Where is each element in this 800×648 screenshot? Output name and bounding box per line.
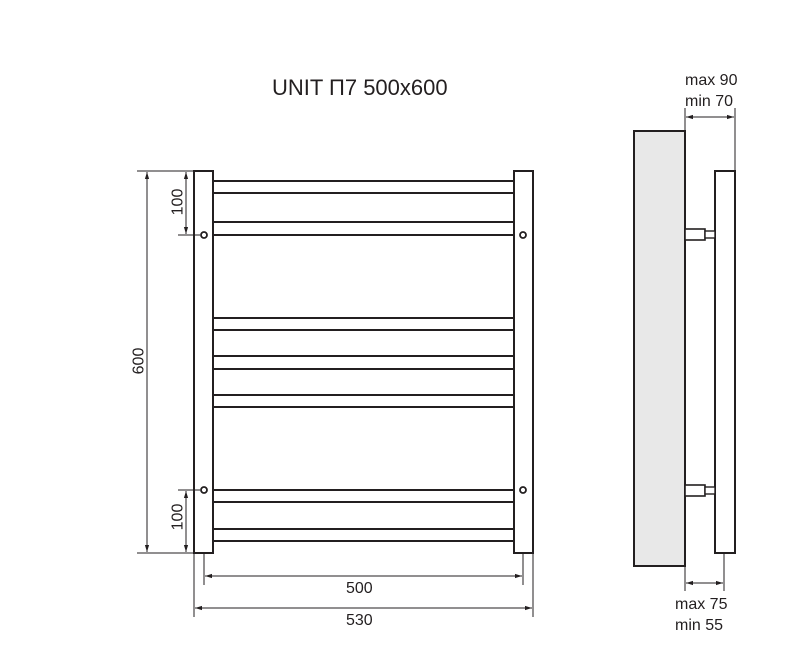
side-view — [633, 130, 736, 567]
connection-hole-icon — [519, 486, 527, 494]
wall — [633, 130, 686, 567]
dim-center-distance-label: 500 — [346, 580, 373, 597]
front-dimensions — [137, 170, 534, 617]
dim-height-label: 600 — [130, 347, 148, 375]
top-bracket — [684, 228, 706, 241]
dim-top-offset-label: 100 — [169, 188, 187, 216]
bottom-bracket — [684, 484, 706, 497]
left-post — [193, 170, 214, 554]
side-dimensions — [684, 108, 736, 591]
connection-hole-icon — [200, 231, 208, 239]
front-view — [193, 170, 534, 554]
dim-bottom-offset-label: 100 — [169, 503, 187, 531]
top-clearance-max-label: max 90 — [685, 72, 738, 89]
drawing-title: UNIT П7 500x600 — [272, 75, 448, 100]
bottom-clearance-max-label: max 75 — [675, 596, 728, 613]
bottom-clearance-min-label: min 55 — [675, 617, 724, 634]
connection-hole-icon — [200, 486, 208, 494]
top-clearance-min-label: min 70 — [685, 93, 734, 110]
right-post — [513, 170, 534, 554]
connection-hole-icon — [519, 231, 527, 239]
dim-overall-width-label: 530 — [346, 612, 373, 629]
side-post — [714, 170, 736, 554]
crossbars — [213, 180, 514, 542]
